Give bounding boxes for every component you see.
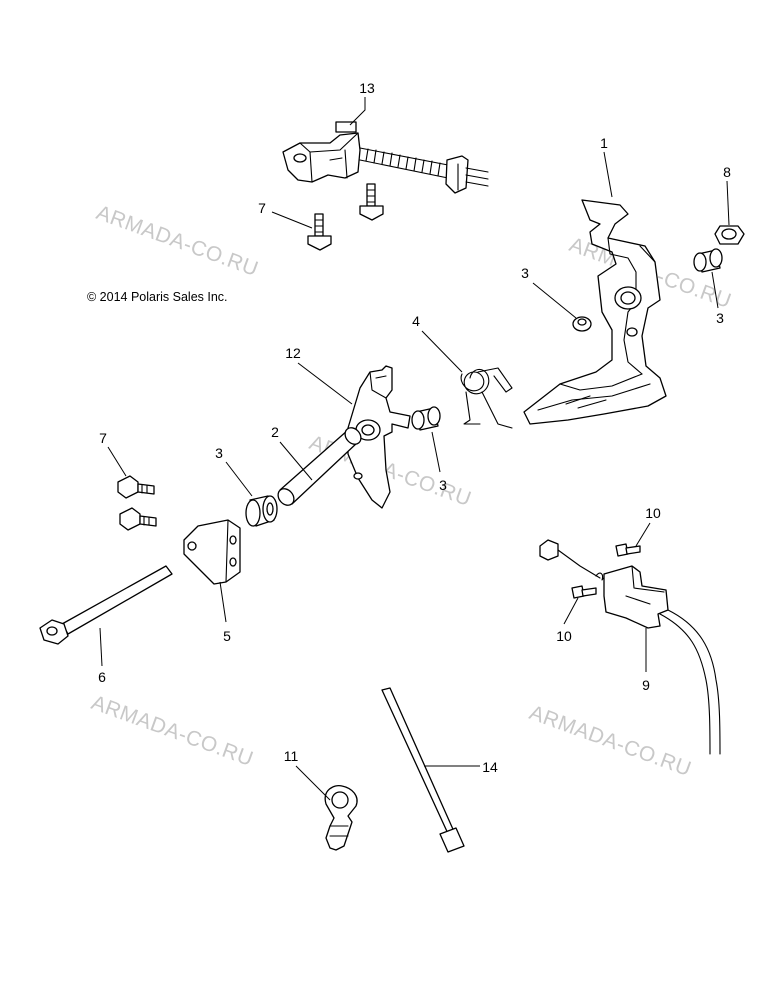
part-14-cable-tie: [381, 687, 465, 853]
part-3-bushing-lever: [411, 406, 441, 431]
leader-6: [99, 627, 103, 667]
callout-10-upper: 10: [645, 505, 661, 521]
part-7-bolt-upper-a: [359, 183, 384, 221]
part-10-bolt-lower: [571, 585, 597, 599]
part-7-bolt-left-b: [119, 507, 157, 531]
watermark-center: ARMADA-CO.RU: [306, 431, 474, 511]
part-5-mounting-bracket: [183, 519, 241, 585]
callout-5: 5: [223, 628, 231, 644]
leader-7-upper: [271, 211, 313, 229]
leader-1: [603, 151, 613, 198]
callout-2: 2: [271, 424, 279, 440]
part-1-brake-pedal: [523, 199, 667, 425]
leader-3-left: [225, 461, 253, 497]
callout-12: 12: [285, 345, 301, 361]
part-2-pivot-tube: [277, 427, 362, 506]
part-3-bushing-pedal: [572, 316, 592, 332]
copyright-text: © 2014 Polaris Sales Inc.: [87, 290, 228, 304]
part-4-return-spring: [460, 367, 513, 429]
callout-14: 14: [482, 759, 498, 775]
leader-3-pedal: [532, 282, 577, 319]
part-3-bushing-left: [245, 495, 278, 527]
callout-3-pedal: 3: [521, 265, 529, 281]
callout-13: 13: [359, 80, 375, 96]
part-13-brake-switch: [282, 121, 489, 194]
callout-9: 9: [642, 677, 650, 693]
leader-10-upper: [635, 522, 651, 547]
watermark-top-left: ARMADA-CO.RU: [93, 201, 261, 281]
callout-4: 4: [412, 313, 420, 329]
callout-10-lower: 10: [556, 628, 572, 644]
callout-1: 1: [600, 135, 608, 151]
callout-7-upper: 7: [258, 200, 266, 216]
callout-3-right: 3: [716, 310, 724, 326]
leader-3-lever: [431, 431, 441, 473]
part-7-bolt-upper-b: [307, 213, 332, 251]
leader-3-right: [711, 271, 719, 309]
leader-12: [297, 362, 353, 405]
part-3-bushing-right: [693, 248, 723, 273]
watermark-bottom-right: ARMADA-CO.RU: [526, 701, 694, 781]
callout-11: 11: [284, 748, 299, 764]
part-12-lever-plate: [347, 365, 411, 509]
callout-8: 8: [723, 164, 731, 180]
part-10-bolt-upper: [615, 543, 641, 557]
leader-4: [421, 330, 463, 373]
part-6-long-bolt: [39, 565, 173, 645]
callout-3-left: 3: [215, 445, 223, 461]
part-9-cable-assembly: [539, 539, 721, 755]
leader-11: [295, 765, 331, 801]
callout-7-left: 7: [99, 430, 107, 446]
part-8-nut: [714, 225, 745, 245]
leader-2: [279, 441, 313, 481]
watermark-bottom-left: ARMADA-CO.RU: [88, 691, 256, 771]
part-7-bolt-left-a: [117, 475, 155, 499]
callout-3-lever: 3: [439, 477, 447, 493]
leader-13: [349, 97, 366, 126]
callout-6: 6: [98, 669, 106, 685]
leader-7-left: [107, 446, 127, 477]
leader-5: [219, 581, 227, 623]
leader-8: [726, 180, 730, 226]
leader-10-lower: [563, 597, 579, 625]
part-11-cable-clip: [324, 784, 358, 851]
